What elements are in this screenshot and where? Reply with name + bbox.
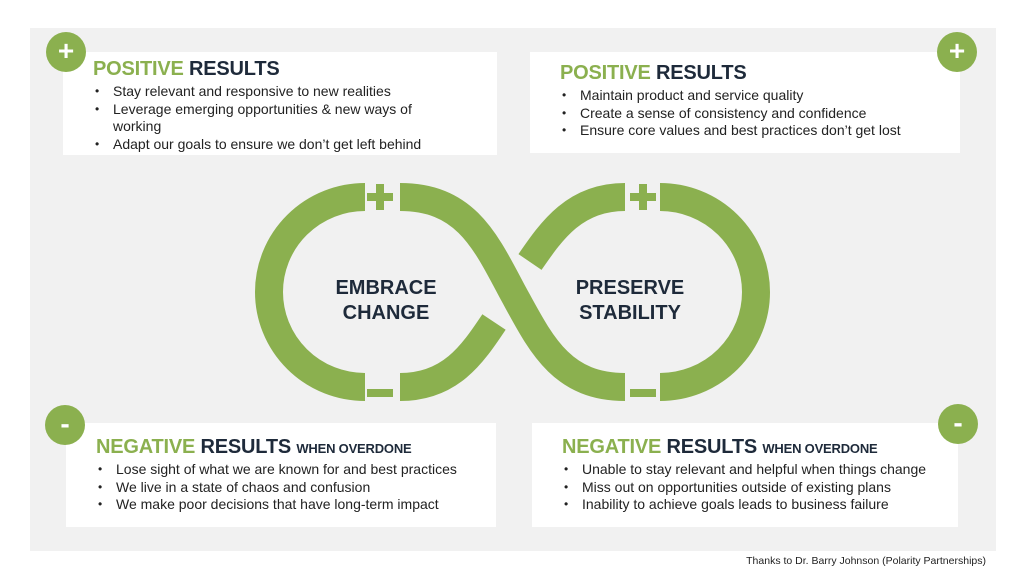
positive-results-change-box: POSITIVE RESULTS Stay relevant and respo… — [63, 52, 497, 155]
bullet-list: Lose sight of what we are known for and … — [96, 461, 496, 514]
minus-badge-icon: - — [45, 405, 85, 445]
box-heading: POSITIVE RESULTS — [560, 62, 747, 84]
list-item: We make poor decisions that have long-te… — [98, 496, 496, 514]
crossing-strand-up-upper — [518, 183, 626, 270]
embrace-change-label: EMBRACE CHANGE — [335, 277, 437, 324]
minus-icon — [630, 389, 656, 397]
list-item: Maintain product and service quality — [562, 87, 960, 105]
plus-badge-icon: + — [937, 32, 977, 72]
preserve-stability-label: PRESERVE STABILITY — [575, 277, 685, 324]
list-item: Stay relevant and responsive to new real… — [95, 83, 497, 101]
list-item: Lose sight of what we are known for and … — [98, 461, 496, 479]
left-loop-arc — [255, 183, 366, 401]
minus-icon — [367, 389, 393, 397]
bullet-list: Maintain product and service quality Cre… — [560, 87, 960, 140]
plus-badge-icon: + — [46, 32, 86, 72]
right-loop-arc — [659, 183, 770, 401]
list-item: Unable to stay relevant and helpful when… — [564, 461, 958, 479]
list-item: Miss out on opportunities outside of exi… — [564, 479, 958, 497]
plus-icon — [367, 184, 393, 210]
crossing-strand-down — [399, 183, 626, 401]
credit-text: Thanks to Dr. Barry Johnson (Polarity Pa… — [746, 555, 986, 567]
list-item: Leverage emerging opportunities & new wa… — [95, 101, 453, 136]
bullet-list: Unable to stay relevant and helpful when… — [562, 461, 958, 514]
negative-results-change-box: NEGATIVE RESULTS WHEN OVERDONE Lose sigh… — [66, 423, 496, 527]
list-item: Adapt our goals to ensure we don’t get l… — [95, 136, 497, 154]
negative-results-stability-box: NEGATIVE RESULTS WHEN OVERDONE Unable to… — [532, 423, 958, 527]
box-heading: NEGATIVE RESULTS WHEN OVERDONE — [562, 436, 878, 458]
box-heading: NEGATIVE RESULTS WHEN OVERDONE — [96, 436, 412, 458]
plus-icon — [630, 184, 656, 210]
list-item: We live in a state of chaos and confusio… — [98, 479, 496, 497]
list-item: Ensure core values and best practices do… — [562, 122, 960, 140]
bullet-list: Stay relevant and responsive to new real… — [93, 83, 497, 153]
box-heading: POSITIVE RESULTS — [93, 58, 280, 80]
list-item: Create a sense of consistency and confid… — [562, 105, 960, 123]
positive-results-stability-box: POSITIVE RESULTS Maintain product and se… — [530, 52, 960, 153]
minus-badge-icon: - — [938, 404, 978, 444]
crossing-strand-up-lower — [399, 314, 506, 401]
list-item: Inability to achieve goals leads to busi… — [564, 496, 958, 514]
